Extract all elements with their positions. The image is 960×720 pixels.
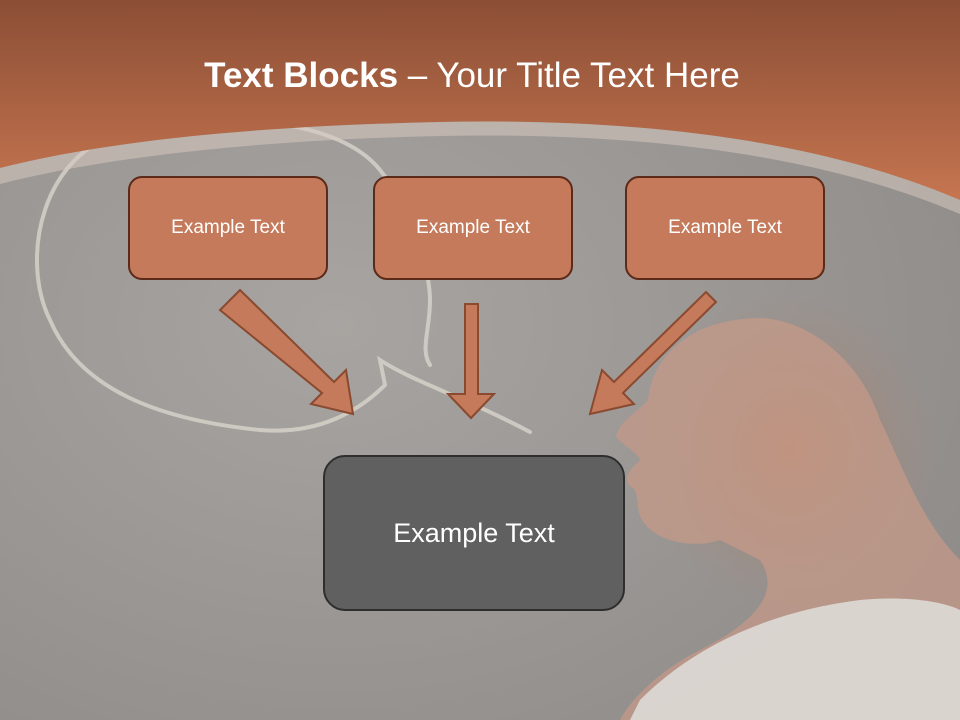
title-rest: Your Title Text Here [436,56,740,95]
main-text-block[interactable]: Example Text [323,455,625,611]
title-bold: Text Blocks [204,56,399,95]
text-block-1[interactable]: Example Text [128,176,328,280]
slide-title: Text Blocks – Your Title Text Here [0,54,944,98]
text-block-3[interactable]: Example Text [625,176,825,280]
text-block-2[interactable]: Example Text [373,176,573,280]
title-dash: – [398,56,437,95]
